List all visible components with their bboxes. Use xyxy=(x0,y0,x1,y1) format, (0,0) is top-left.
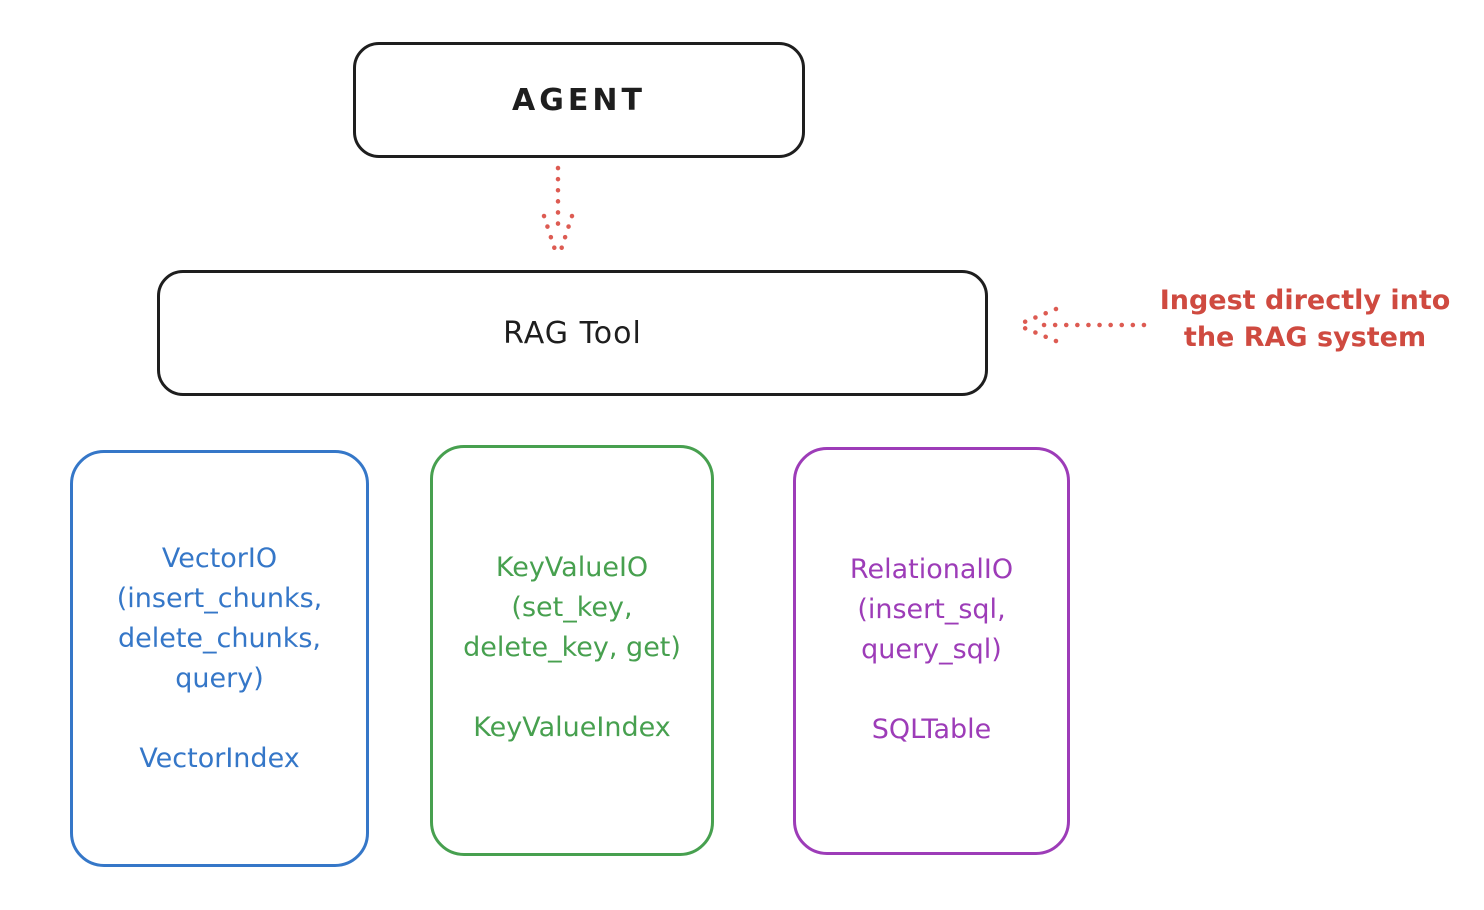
text-line: KeyValueIO xyxy=(495,552,649,583)
vector-index-label: VectorIndex xyxy=(139,743,300,774)
text-line: query) xyxy=(175,663,264,694)
ingest-annotation: Ingest directly into the RAG system xyxy=(1140,282,1470,356)
agent-node: AGENT xyxy=(353,42,805,158)
keyvalue-index-label: KeyValueIndex xyxy=(473,712,671,743)
annotation-line: the RAG system xyxy=(1183,322,1427,353)
agent-label: AGENT xyxy=(512,82,646,118)
vector-io-node: VectorIO (insert_chunks, delete_chunks, … xyxy=(70,450,369,867)
ingest-dotted-arrow-icon xyxy=(1019,306,1147,344)
text-line: (set_key, xyxy=(511,592,633,623)
text-line: VectorIO xyxy=(161,543,278,574)
agent-to-rag-dotted-arrow-icon xyxy=(541,165,575,259)
text-line: query_sql) xyxy=(861,634,1002,665)
annotation-line: Ingest directly into xyxy=(1159,285,1451,316)
rag-tool-label: RAG Tool xyxy=(503,315,642,351)
text-line: delete_chunks, xyxy=(117,623,322,654)
text-line: RelationalIO xyxy=(849,554,1014,585)
keyvalue-io-node: KeyValueIO (set_key, delete_key, get) Ke… xyxy=(430,445,714,856)
text-line: delete_key, get) xyxy=(463,632,681,663)
rag-tool-node: RAG Tool xyxy=(157,270,988,396)
relational-io-node: RelationalIO (insert_sql, query_sql) SQL… xyxy=(793,447,1070,855)
sql-table-label: SQLTable xyxy=(871,714,992,745)
text-line: (insert_sql, xyxy=(857,594,1006,625)
text-line: (insert_chunks, xyxy=(116,583,323,614)
